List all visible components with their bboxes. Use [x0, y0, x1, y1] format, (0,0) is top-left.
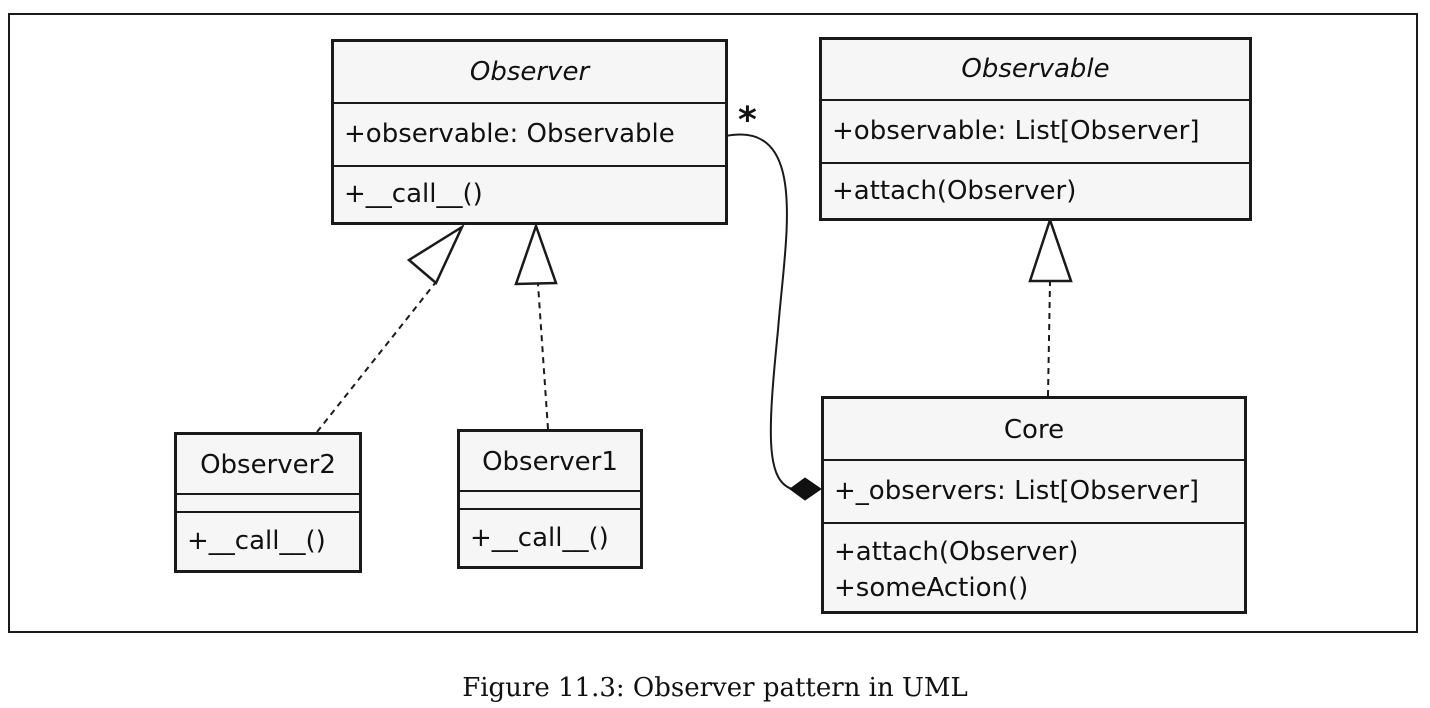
observer-attribute: +observable: Observable [344, 119, 675, 149]
composition-diamond [789, 477, 822, 501]
realization-arrowhead-observer2 [406, 223, 465, 286]
observer1-class-name: Observer1 [482, 447, 618, 477]
observer1-method: +__call__() [470, 523, 609, 553]
realization-arrowhead-observer1 [514, 222, 558, 286]
observable-attributes: +observable: List[Observer] [822, 99, 1249, 162]
observer1-methods: +__call__() [460, 508, 640, 566]
observer-methods: +__call__() [334, 165, 725, 222]
realization-line-observer1 [537, 283, 549, 430]
core-attributes: +_observers: List[Observer] [824, 459, 1244, 522]
observable-methods: +attach(Observer) [822, 162, 1249, 218]
figure-caption: Figure 11.3: Observer pattern in UML [462, 673, 968, 703]
composition-line [725, 133, 793, 490]
core-class: Core +_observers: List[Observer] +attach… [821, 396, 1247, 614]
core-class-name: Core [1003, 415, 1065, 445]
observer2-methods: +__call__() [177, 511, 359, 570]
observer2-class-name: Observer2 [200, 450, 336, 480]
observable-class: Observable +observable: List[Observer] +… [819, 37, 1252, 221]
observable-class-name: Observable [961, 54, 1110, 84]
observer-method: +__call__() [344, 179, 483, 209]
observer-class-name: Observer [469, 57, 590, 87]
observer2-method: +__call__() [187, 526, 326, 556]
multiplicity-label: * [738, 100, 757, 141]
observer-attributes: +observable: Observable [334, 102, 725, 165]
observer2-class: Observer2 +__call__() [174, 432, 362, 573]
core-methods: +attach(Observer) +someAction() [824, 522, 1244, 611]
observer-class: Observer +observable: Observable +__call… [331, 39, 728, 225]
realization-line-core [1047, 281, 1051, 397]
observer1-attributes [460, 490, 640, 508]
observer1-class: Observer1 +__call__() [457, 429, 643, 569]
core-method: +someAction() [834, 573, 1029, 603]
observable-method: +attach(Observer) [832, 176, 1077, 206]
observable-attribute: +observable: List[Observer] [832, 116, 1200, 146]
core-method: +attach(Observer) [834, 537, 1079, 567]
realization-line-observer2 [316, 281, 437, 433]
observer2-attributes [177, 493, 359, 511]
realization-arrowhead-core [1028, 216, 1073, 283]
core-attribute: +_observers: List[Observer] [834, 476, 1200, 506]
